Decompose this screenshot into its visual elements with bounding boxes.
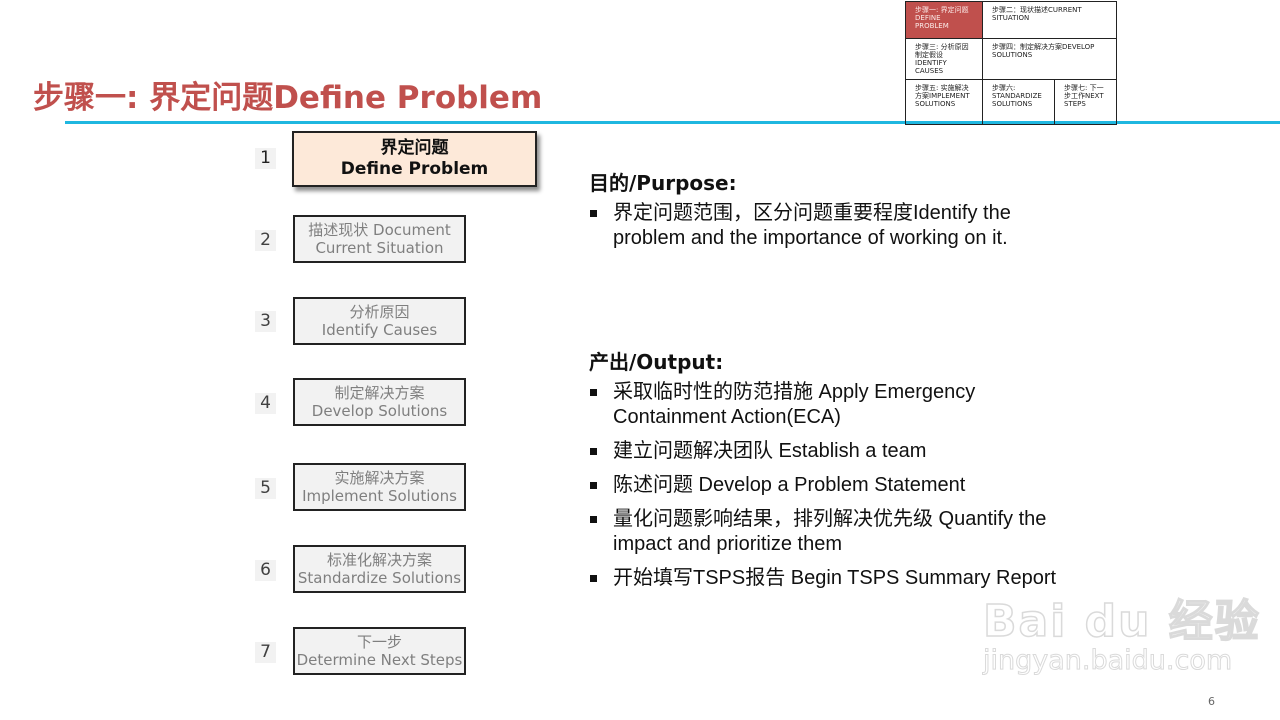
step-label-cn: 标准化解决方案 [326,551,432,569]
purpose-heading: 目的/Purpose: [589,171,737,195]
baidu-paw-logo-icon: Bai du 经验 [982,595,1261,648]
grid-divider [1054,80,1055,124]
watermark-url: jingyan.baidu.com [983,645,1233,677]
list-item-text: 开始填写TSPS报告 Begin TSPS Summary Report [613,567,1057,589]
list-item-text: 采取临时性的防范措施 Apply Emergency Containment A… [613,381,976,428]
list-item-text: 建立问题解决团队 Establish a team [613,440,927,462]
bullet-icon [590,389,597,396]
slide-title: 步骤一: 界定问题Define Problem [33,80,543,116]
bullet-icon [590,448,597,455]
step-number: 3 [255,311,276,332]
step-label-en: Develop Solutions [311,402,448,420]
step-label-cn: 分析原因 [349,303,410,321]
baidu-watermark: Bai du 经验 jingyan.baidu.com [982,585,1261,677]
step-box-standardize-solutions[interactable]: 标准化解决方案 Standardize Solutions [293,545,466,593]
step-label-en: Define Problem [340,159,489,179]
list-item-text: 陈述问题 Develop a Problem Statement [613,474,966,496]
step-label-en: Determine Next Steps [296,651,463,669]
output-heading: 产出/Output: [589,350,724,374]
step-number: 2 [255,230,276,251]
step-box-identify-causes[interactable]: 分析原因 Identify Causes [293,297,466,345]
list-item: 陈述问题 Develop a Problem Statement [589,473,1069,498]
step-label-en: Implement Solutions [302,487,457,505]
step-box-implement-solutions[interactable]: 实施解决方案 Implement Solutions [293,463,466,511]
page-number: 6 [1208,695,1215,708]
step-number: 5 [255,478,276,499]
grid-divider [982,2,983,124]
step-box-develop-solutions[interactable]: 制定解决方案 Develop Solutions [293,378,466,426]
step-label-cn: 制定解决方案 [334,384,425,402]
nav-cell-step-4[interactable]: 步骤四：制定解决方案DEVELOP SOLUTIONS [992,43,1095,59]
list-item: 建立问题解决团队 Establish a team [589,439,1069,464]
output-list: 采取临时性的防范措施 Apply Emergency Containment A… [589,380,1069,600]
step-label-en: Standardize Solutions [297,569,462,587]
nav-cell-step-2[interactable]: 步骤二：现状描述CURRENT SITUATION [992,6,1082,22]
step-number: 7 [255,642,276,663]
step-number: 4 [255,393,276,414]
step-label-cn: 下一步 [356,633,402,651]
step-box-determine-next-steps[interactable]: 下一步 Determine Next Steps [293,627,466,675]
list-item: 界定问题范围，区分问题重要程度Identify the problem and … [589,201,1069,251]
step-label-cn: 描述现状 Document [308,221,451,239]
list-item: 开始填写TSPS报告 Begin TSPS Summary Report [589,566,1069,591]
step-label-cn: 界定问题 [380,138,449,158]
nav-cell-step-5[interactable]: 步骤五: 实施解决方案IMPLEMENT SOLUTIONS [915,84,970,108]
grid-divider [906,79,1116,80]
purpose-list: 界定问题范围，区分问题重要程度Identify the problem and … [589,201,1069,260]
bullet-icon [590,210,597,217]
list-item-text: 量化问题影响结果，排列解决优先级 Quantify the impact and… [613,508,1047,555]
grid-divider [906,38,1116,39]
step-number: 6 [255,560,276,581]
nav-cell-step-3[interactable]: 步骤三: 分析原因 制定假设 IDENTIFY CAUSES [915,43,969,75]
title-divider [65,121,1280,124]
bullet-icon [590,482,597,489]
nav-cell-step-1[interactable]: 步骤一: 界定问题 DEFINE PROBLEM [906,2,983,39]
step-label-en: Identify Causes [321,321,438,339]
list-item: 量化问题影响结果，排列解决优先级 Quantify the impact and… [589,507,1069,557]
step-box-document-current-situation[interactable]: 描述现状 Document Current Situation [293,215,466,263]
nav-cell-step-6[interactable]: 步骤六: STANDARDIZE SOLUTIONS [992,84,1042,108]
step-label-cn: 实施解决方案 [334,469,425,487]
nav-cell-step-7[interactable]: 步骤七: 下一步工作NEXT STEPS [1064,84,1104,108]
process-nav-grid: 步骤一: 界定问题 DEFINE PROBLEM 步骤二：现状描述CURRENT… [905,1,1117,125]
list-item-text: 界定问题范围，区分问题重要程度Identify the problem and … [613,202,1011,249]
bullet-icon [590,575,597,582]
step-number: 1 [255,148,276,169]
step-label-en: Current Situation [315,239,444,257]
step-box-define-problem[interactable]: 界定问题 Define Problem [292,131,537,187]
bullet-icon [590,516,597,523]
list-item: 采取临时性的防范措施 Apply Emergency Containment A… [589,380,1069,430]
